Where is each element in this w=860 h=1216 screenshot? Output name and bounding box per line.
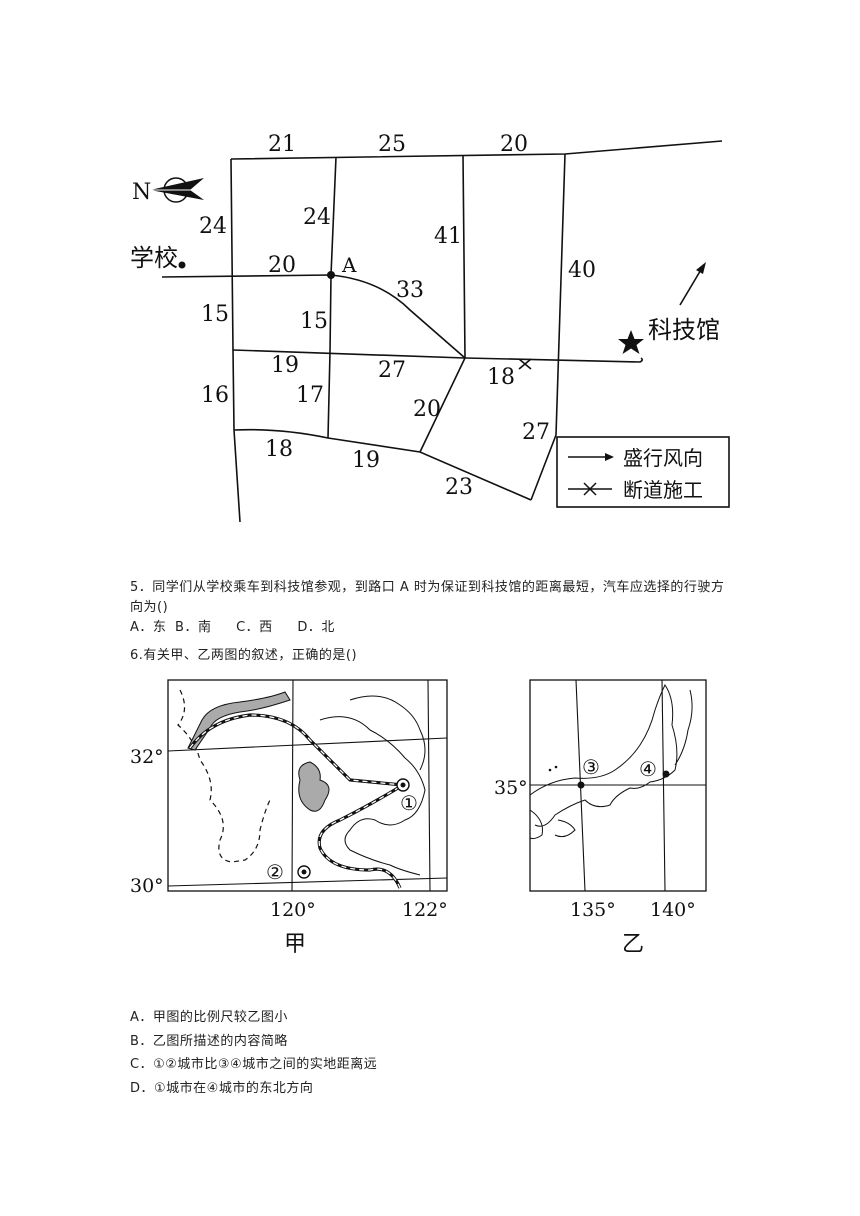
road-col3	[462, 154, 466, 359]
school-label: 学校	[130, 244, 178, 272]
q6-option-b[interactable]: B．乙图所描述的内容简略	[130, 1033, 288, 1049]
school-point	[178, 261, 186, 269]
yi-caption: 乙	[622, 932, 644, 957]
construction-mark	[518, 358, 532, 370]
len-east-col: 40	[568, 258, 596, 283]
len-diag: 33	[396, 278, 424, 303]
road-length-labels: 21 25 20 24 24 41 40 20 33 15 15 19 27 1…	[199, 132, 596, 500]
road-row-mid	[232, 349, 644, 363]
map-jia: ① ② 32° 30° 120° 122° 甲	[130, 679, 448, 957]
len-top-mid: 25	[378, 132, 406, 157]
len-top-right: 20	[500, 132, 528, 157]
len-col2-mid: 15	[300, 309, 328, 334]
question-6-text: 6.有关甲、乙两图的叙述，正确的是()	[130, 648, 358, 663]
map-yi: ③ ④ 35° 135° 140° 乙	[494, 679, 707, 957]
legend-construction-label: 断道施工	[623, 478, 703, 502]
jia-lon-120: 120°	[270, 899, 316, 921]
question-5-text: 5．同学们从学校乘车到科技馆参观，到路口 A 时为保证到科技馆的距离最短，汽车应…	[130, 580, 725, 615]
city-2-marker	[297, 865, 311, 879]
len-bottom-right: 23	[445, 475, 473, 500]
road-west	[230, 158, 241, 523]
q5-option-d[interactable]: D．北	[297, 620, 335, 635]
museum-label: 科技馆	[648, 316, 720, 344]
north-arrow-icon	[150, 177, 204, 203]
city-3-marker	[577, 781, 585, 789]
museum-star-icon	[618, 330, 644, 354]
question-6-options: A．甲图的比例尺较乙图小 B．乙图所描述的内容简略 C．①②城市比③④城市之间的…	[130, 1006, 377, 1100]
len-diag2: 20	[413, 397, 441, 422]
len-west-mid: 15	[201, 302, 229, 327]
city-4-marker	[662, 770, 670, 778]
len-row-a-left: 20	[268, 253, 296, 278]
road-bottom	[233, 428, 532, 501]
point-a-label: A	[341, 253, 357, 277]
legend-arrow-icon	[605, 453, 614, 461]
len-row-mid-right: 18	[487, 365, 515, 390]
wind-arrow-icon	[679, 262, 706, 306]
yi-lon-140: 140°	[650, 899, 696, 921]
yi-lon-135: 135°	[570, 899, 616, 921]
yi-lat-35: 35°	[494, 777, 528, 799]
legend-wind-label: 盛行风向	[623, 446, 703, 470]
jia-lat-32: 32°	[130, 746, 164, 768]
len-col2-upper: 24	[303, 205, 331, 230]
len-bottom-mid: 19	[352, 448, 380, 473]
city-4-label: ④	[639, 757, 657, 781]
map-legend: 盛行风向 断道施工	[556, 436, 730, 508]
city-1-label: ①	[400, 791, 418, 815]
jia-caption: 甲	[284, 932, 306, 957]
road-east	[530, 153, 566, 501]
road-top	[230, 140, 723, 160]
len-east-low: 27	[522, 420, 550, 445]
north-label: N	[132, 180, 151, 205]
road-col2	[327, 156, 337, 439]
len-row-mid-left: 19	[271, 353, 299, 378]
len-row-mid-mid: 27	[378, 358, 406, 383]
len-bottom-left: 18	[265, 437, 293, 462]
q5-option-b[interactable]: B．南	[175, 620, 212, 635]
city-2-label: ②	[266, 860, 284, 884]
city-3-label: ③	[582, 755, 600, 779]
q6-option-a[interactable]: A．甲图的比例尺较乙图小	[130, 1010, 288, 1025]
len-mid-col: 41	[434, 224, 462, 249]
len-top-left: 21	[268, 132, 296, 157]
question-5: 5．同学们从学校乘车到科技馆参观，到路口 A 时为保证到科技馆的距离最短，汽车应…	[130, 578, 735, 638]
len-west-low: 16	[201, 383, 229, 408]
road-network-map: N 学校 科技馆 A 21 25 20 24 24 41 40 20 33 15…	[130, 132, 730, 523]
jia-lat-30: 30°	[130, 875, 164, 897]
len-west-upper: 24	[199, 214, 227, 239]
len-col2-low: 17	[296, 383, 324, 408]
q5-option-a[interactable]: A．东	[130, 620, 167, 635]
q6-option-c[interactable]: C．①②城市比③④城市之间的实地距离远	[130, 1057, 378, 1072]
q6-option-d[interactable]: D．①城市在④城市的东北方向	[130, 1080, 314, 1096]
city-1-marker	[396, 778, 410, 792]
question-5-options: A．东 B．南 C．西 D．北	[130, 618, 735, 638]
jia-lon-122: 122°	[402, 899, 448, 921]
junction-a-point	[327, 271, 335, 279]
q5-option-c[interactable]: C．西	[236, 620, 273, 635]
road-diag	[419, 357, 466, 453]
legend-cross-icon	[583, 482, 597, 496]
